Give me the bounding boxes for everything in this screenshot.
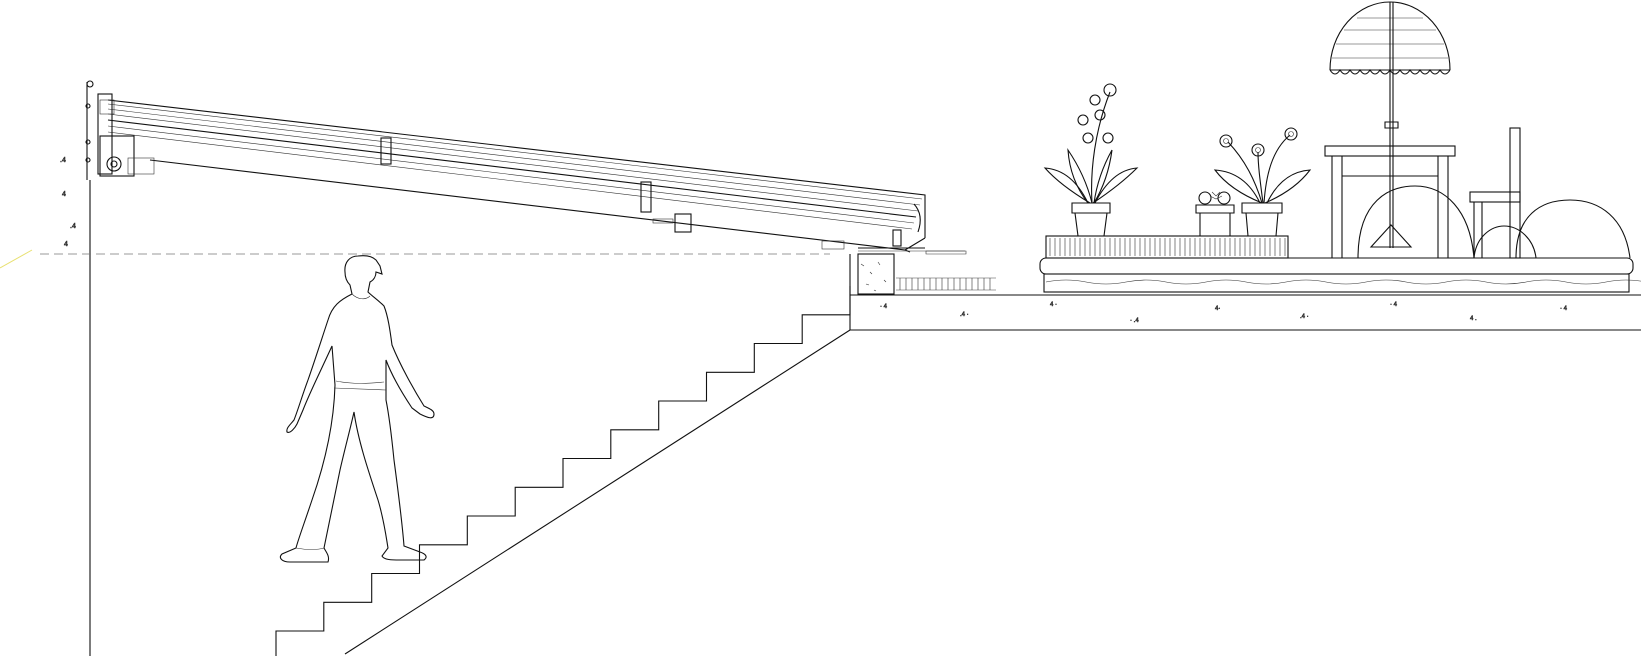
patio-table [1324, 145, 1456, 258]
svg-text:· 4: · 4 [1560, 306, 1568, 312]
svg-text:· 4: · 4 [1390, 302, 1398, 308]
sliding-roof-hatch [97, 93, 926, 253]
svg-text:4: 4 [64, 241, 68, 248]
svg-text:.4 ·: .4 · [1300, 314, 1309, 320]
staircase [275, 286, 851, 656]
shrubs [1357, 185, 1631, 259]
hatch-curb [849, 247, 996, 330]
wall-section: .4 4 .4 4 [60, 80, 94, 656]
svg-text:· .4: · .4 [1130, 318, 1139, 324]
svg-text:.4 ·: .4 · [960, 312, 969, 318]
patio-umbrella [1329, 1, 1451, 248]
svg-text:4 .: 4 . [1470, 316, 1477, 322]
svg-text:4: 4 [62, 191, 66, 198]
patio-chair [1469, 127, 1521, 259]
roof-terrace-slab: · 4 .4 · 4 · · .4 4· .4 · · 4 4 . · 4 [850, 294, 1641, 331]
flower-pots [1043, 83, 1312, 237]
svg-text:4 ·: 4 · [1050, 302, 1057, 308]
svg-text:4·: 4· [1215, 306, 1220, 312]
guide-line [0, 249, 33, 269]
roof-deck [1039, 235, 1641, 293]
svg-text:· 4: · 4 [880, 304, 888, 310]
svg-text:.4: .4 [60, 157, 66, 164]
svg-text:.4: .4 [70, 223, 76, 230]
walking-person [279, 255, 435, 563]
